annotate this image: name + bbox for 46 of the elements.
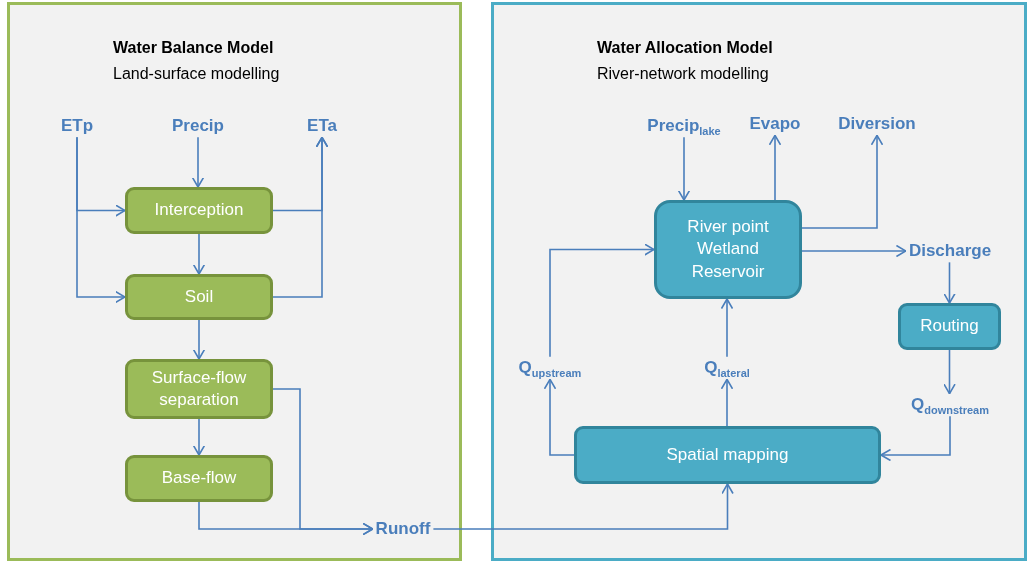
process-box: Soil [125, 274, 273, 320]
panel-title: Water Balance Model [113, 39, 274, 57]
flow-label: Precip [169, 114, 227, 138]
arrow [272, 136, 329, 298]
flow-label: Q$_{lateral}$ [701, 356, 753, 380]
arrow [943, 349, 956, 395]
flow-label: Precip$_{lake}$ [644, 114, 724, 138]
model-panel [7, 2, 462, 561]
arrow [198, 501, 374, 536]
arrow [432, 483, 734, 530]
flow-label: Q$_{downstream}$ [908, 393, 992, 417]
box-label: Wetland [696, 238, 760, 261]
panel-subtitle: Land-surface modelling [113, 65, 280, 83]
flow-label: Discharge [905, 239, 995, 263]
arrow [720, 378, 734, 427]
process-box: Routing [898, 303, 1001, 350]
flow-label: Diversion [835, 112, 919, 136]
arrow [191, 136, 205, 188]
arrow [543, 378, 575, 456]
arrow [76, 136, 126, 304]
flow-label: Runoff [372, 517, 434, 541]
arrow [720, 298, 734, 358]
arrow [192, 418, 206, 456]
panel-subtitle: River-network modelling [597, 65, 769, 83]
flow-label: ETa [304, 114, 340, 138]
process-box: Interception [125, 187, 273, 234]
process-box: Surface-flow separation [125, 359, 273, 419]
model-panel [491, 2, 1027, 561]
arrow [801, 134, 884, 229]
arrow [801, 244, 907, 258]
box-label: River point [687, 216, 769, 239]
arrow [192, 233, 206, 275]
panel-title: Water Allocation Model [597, 39, 773, 57]
process-box: Spatial mapping [574, 426, 881, 484]
flow-label: ETp [57, 114, 97, 138]
arrow [943, 261, 956, 304]
arrow [192, 319, 206, 360]
arrow [768, 134, 782, 201]
flow-label: Evapo [746, 112, 804, 136]
arrow [677, 136, 691, 201]
process-box [654, 200, 802, 299]
process-box: Base-flow [125, 455, 273, 502]
arrow [880, 415, 951, 462]
box-label: Reservoir [691, 260, 765, 283]
arrow [549, 243, 655, 358]
flow-label: Q$_{upstream}$ [515, 356, 585, 380]
